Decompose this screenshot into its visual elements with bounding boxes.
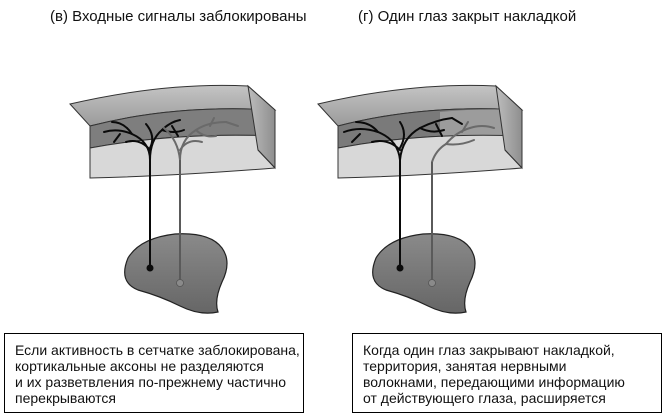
nucleus-left (124, 233, 228, 314)
dark-neuron-soma-right (396, 264, 404, 272)
panel-title-right: (г) Один глаз закрыт накладкой (358, 8, 577, 25)
caption-box-right: Когда один глаз закрывают накладкой, тер… (352, 333, 662, 413)
caption-line: и их разветвления по-прежнему частично (15, 374, 287, 390)
grey-neuron-soma-left (176, 279, 184, 287)
panel-left-illustration (69, 84, 277, 314)
grey-axon-arbor-right (431, 121, 495, 283)
panel-title-left: (в) Входные сигналы заблокированы (50, 8, 307, 25)
caption-line: перекрываются (15, 390, 117, 406)
caption-box-left: Если активность в сетчатке заблокирована… (4, 333, 304, 413)
caption-line: волокнами, передающими информацию (363, 374, 625, 390)
caption-line: территория, занятая нервными (363, 358, 567, 374)
caption-line: от действующего глаза, расширяется (363, 390, 606, 406)
nucleus-right (372, 233, 476, 314)
panel-right-illustration (317, 84, 524, 314)
dark-neuron-soma-left (146, 264, 154, 272)
caption-line: Если активность в сетчатке заблокирована… (15, 342, 300, 358)
caption-line: Когда один глаз закрывают накладкой, (363, 342, 615, 358)
grey-neuron-soma-right (428, 279, 436, 287)
caption-line: кортикальные аксоны не разделяются (15, 358, 264, 374)
